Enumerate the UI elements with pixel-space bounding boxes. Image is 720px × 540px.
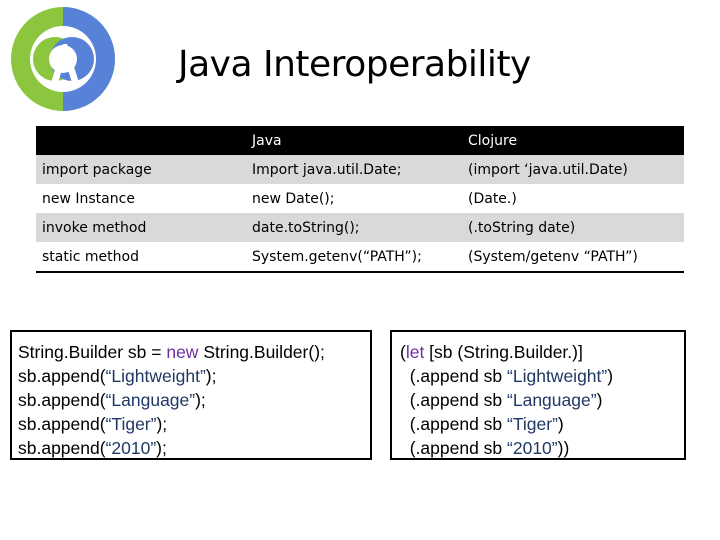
code-string: “Tiger” [507,414,558,434]
code-text: sb.append( [18,438,106,458]
table-cell: (.toString date) [462,213,684,242]
table-cell: (System/getenv “PATH”) [462,242,684,272]
code-line: sb.append(“Language”); [18,388,370,412]
code-string: “Language” [507,390,597,410]
code-text: (.append sb [400,414,508,434]
code-text: ) [607,366,614,386]
table-cell: import package [36,155,246,184]
code-text: sb.append( [18,390,106,410]
code-line: (.append sb “Language”) [400,388,684,412]
code-string: “2010” [507,438,558,458]
clojure-logo-icon [11,7,115,111]
table-cell: static method [36,242,246,272]
code-text: (.append sb [400,438,508,458]
code-line: sb.append(“Tiger”); [18,412,370,436]
interop-table: Java Clojure import package Import java.… [36,126,684,273]
code-string: “2010” [105,438,157,458]
table-cell: new Date(); [246,184,462,213]
code-text: (.append sb [400,366,508,386]
code-text: )) [557,438,570,458]
code-line: sb.append(“Lightweight”); [18,364,370,388]
code-text: sb.append( [18,366,106,386]
table-header-row: Java Clojure [36,126,684,155]
code-line: (.append sb “2010”)) [400,436,684,460]
code-text: ); [156,438,167,458]
table-cell: (import ‘java.util.Date) [462,155,684,184]
code-text: ( [400,342,406,362]
code-text: String.Builder(); [198,342,325,362]
code-string: “Tiger” [105,414,157,434]
code-string: “Lightweight” [105,366,206,386]
code-text: String.Builder sb = [18,342,167,362]
code-text: ); [195,390,206,410]
clojure-code-box: (let [sb (String.Builder.)] (.append sb … [390,330,686,460]
table-cell: invoke method [36,213,246,242]
code-line: String.Builder sb = new String.Builder()… [18,340,370,364]
table-row: static method System.getenv(“PATH”); (Sy… [36,242,684,272]
table-row: invoke method date.toString(); (.toStrin… [36,213,684,242]
table-cell: (Date.) [462,184,684,213]
code-string: “Language” [105,390,196,410]
java-code-box: String.Builder sb = new String.Builder()… [10,330,372,460]
code-text: ); [205,366,217,386]
page-title: Java Interoperability [178,44,531,85]
code-string: “Lightweight” [507,366,608,386]
table-row: import package Import java.util.Date; (i… [36,155,684,184]
code-line: (.append sb “Tiger”) [400,412,684,436]
code-text: ) [596,390,603,410]
code-text: (.append sb [400,390,508,410]
table-cell: new Instance [36,184,246,213]
code-text: sb.append( [18,414,106,434]
table-row: new Instance new Date(); (Date.) [36,184,684,213]
table-cell: System.getenv(“PATH”); [246,242,462,272]
code-line: (let [sb (String.Builder.)] [400,340,684,364]
code-line: (.append sb “Lightweight”) [400,364,684,388]
code-text: ); [156,414,168,434]
code-text: ) [557,414,564,434]
table-header: Java [246,126,462,155]
code-keyword: new [166,342,199,362]
code-line: sb.append(“2010”); [18,436,370,460]
code-text: [sb (String.Builder.)] [424,342,583,362]
table-cell: Import java.util.Date; [246,155,462,184]
code-keyword: let [405,342,425,362]
table-header: Clojure [462,126,684,155]
table-header [36,126,246,155]
table-cell: date.toString(); [246,213,462,242]
